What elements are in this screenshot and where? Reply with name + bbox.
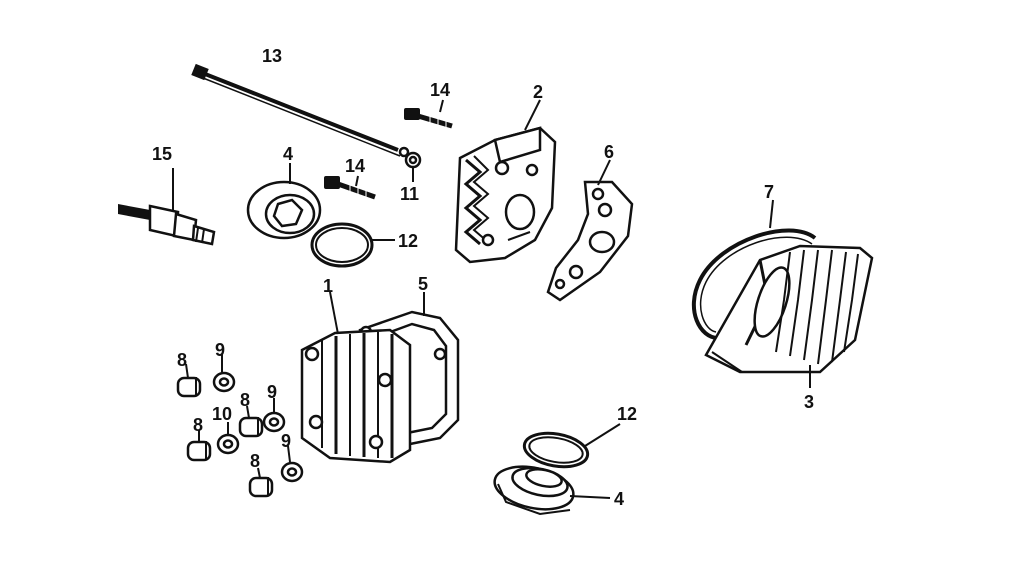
callout-10: 10: [212, 404, 232, 424]
part-2-rocker-holder: [454, 99, 557, 264]
part-13-stud-bolt: [191, 63, 410, 158]
callout-4b: 4: [614, 489, 624, 509]
callout-9b: 9: [267, 382, 277, 402]
callout-1: 1: [323, 276, 333, 296]
callout-labels: 1 2 3 4 4 5 6 7 8 8 8 8 9 9 9 10 11 12 1…: [152, 46, 814, 509]
callout-12a: 12: [398, 231, 418, 251]
callout-7: 7: [764, 182, 774, 202]
callout-15: 15: [152, 144, 172, 164]
part-12-o-ring-lower: [522, 423, 621, 469]
part-9-washer-3: [280, 445, 304, 483]
callout-13: 13: [262, 46, 282, 66]
callout-14a: 14: [430, 80, 450, 100]
callout-3: 3: [804, 392, 814, 412]
part-12-o-ring-upper: [310, 222, 395, 268]
part-11-washer: [404, 151, 422, 182]
callout-8b: 8: [240, 390, 250, 410]
part-7-large-o-ring: [691, 199, 817, 340]
part-8-acorn-nut-1: [176, 363, 202, 398]
callout-5: 5: [418, 274, 428, 294]
callout-14b: 14: [345, 156, 365, 176]
part-9-washer-2: [262, 398, 286, 433]
part-4-inspection-cap-lower: [493, 465, 611, 516]
part-9-washer-1: [212, 354, 236, 393]
part-1-cylinder-head: [300, 291, 412, 464]
part-15-spark-plug: [118, 168, 216, 246]
part-14-bolt-upper: [404, 108, 453, 129]
part-4-inspection-cap-upper: [246, 163, 322, 240]
part-10-washer: [216, 422, 240, 455]
callout-2: 2: [533, 82, 543, 102]
callout-8a: 8: [177, 350, 187, 370]
part-8-acorn-nut-4: [248, 467, 274, 498]
callout-9a: 9: [215, 340, 225, 360]
callout-8d: 8: [250, 451, 260, 471]
callout-12b: 12: [617, 404, 637, 424]
callout-9c: 9: [281, 431, 291, 451]
callout-11: 11: [400, 184, 419, 204]
part-6-gasket-plate: [546, 159, 634, 302]
callout-8c: 8: [193, 415, 203, 435]
part-8-acorn-nut-2: [238, 405, 264, 438]
part-14-bolt-lower: [324, 176, 376, 200]
callout-4a: 4: [283, 144, 293, 164]
part-8-acorn-nut-3: [186, 430, 212, 462]
callout-6: 6: [604, 142, 614, 162]
part-3-cylinder: [704, 244, 874, 388]
